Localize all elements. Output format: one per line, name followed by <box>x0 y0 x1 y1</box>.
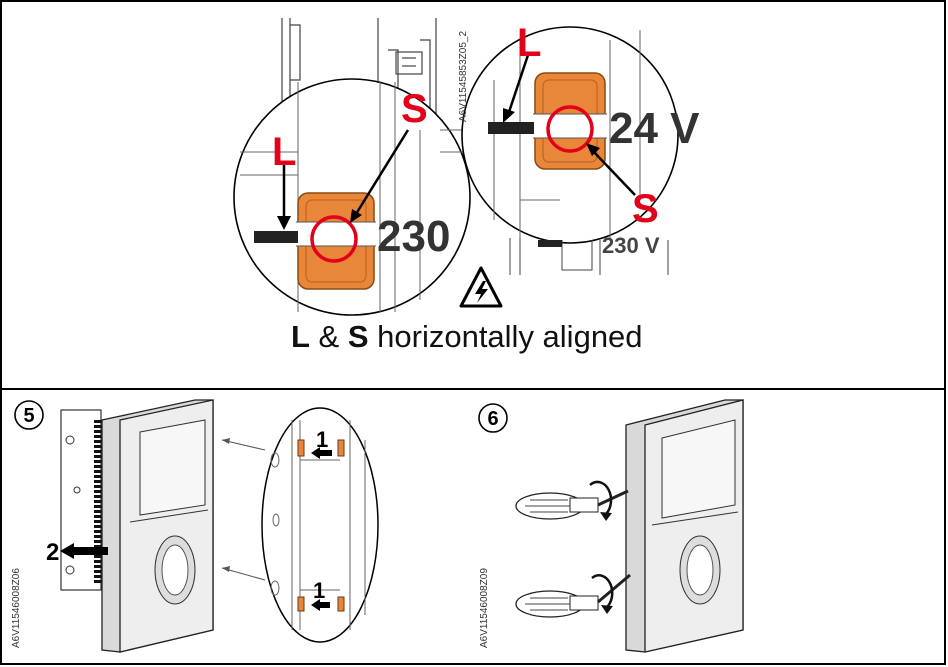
right-zoom-detail: L S 24 V <box>461 21 700 244</box>
step-6-number: 6 <box>487 408 498 430</box>
room-device-step5 <box>101 399 214 653</box>
right-label-s: S <box>632 187 659 231</box>
left-voltage-230: 230 <box>377 212 450 261</box>
screwdriver-top <box>515 480 629 521</box>
image-code-step6: A6V11546008Z09 <box>479 568 490 648</box>
room-device-step6 <box>625 399 744 653</box>
step-5-badge <box>14 400 44 430</box>
arrow-label-2: 2 <box>46 539 59 566</box>
screwdriver-bottom <box>515 573 631 618</box>
top-illustration: L S 230 L S <box>233 18 700 316</box>
image-code-step5: A6V11546008Z06 <box>11 568 22 648</box>
step-5: 5 A6V11546008Z06 2 <box>11 399 379 653</box>
step5-zoom-detail: 1 1 <box>261 407 379 643</box>
zoom-arrow-label-bottom: 1 <box>313 578 325 603</box>
step-6-badge <box>478 403 508 433</box>
image-code-top: A6V11545853Z05_2 <box>458 31 469 122</box>
left-label-l: L <box>272 130 296 174</box>
zoom-arrow-label-top: 1 <box>316 427 328 452</box>
remove-arrow <box>60 543 108 559</box>
step-5-number: 5 <box>23 405 34 427</box>
s-marker-circle <box>310 215 358 263</box>
left-zoom-detail: L S 230 <box>233 78 471 316</box>
level-mark <box>254 231 298 243</box>
electrical-hazard-icon <box>459 266 503 308</box>
step-6: 6 A6V11546008Z09 <box>478 399 744 653</box>
left-label-s: S <box>401 87 428 131</box>
right-voltage-230v: 230 V <box>602 233 660 258</box>
s-marker-circle-right <box>546 105 594 153</box>
right-voltage-24v: 24 V <box>609 104 700 153</box>
caption-alignment: L & S horizontally aligned <box>291 319 643 354</box>
right-label-l: L <box>517 21 541 65</box>
